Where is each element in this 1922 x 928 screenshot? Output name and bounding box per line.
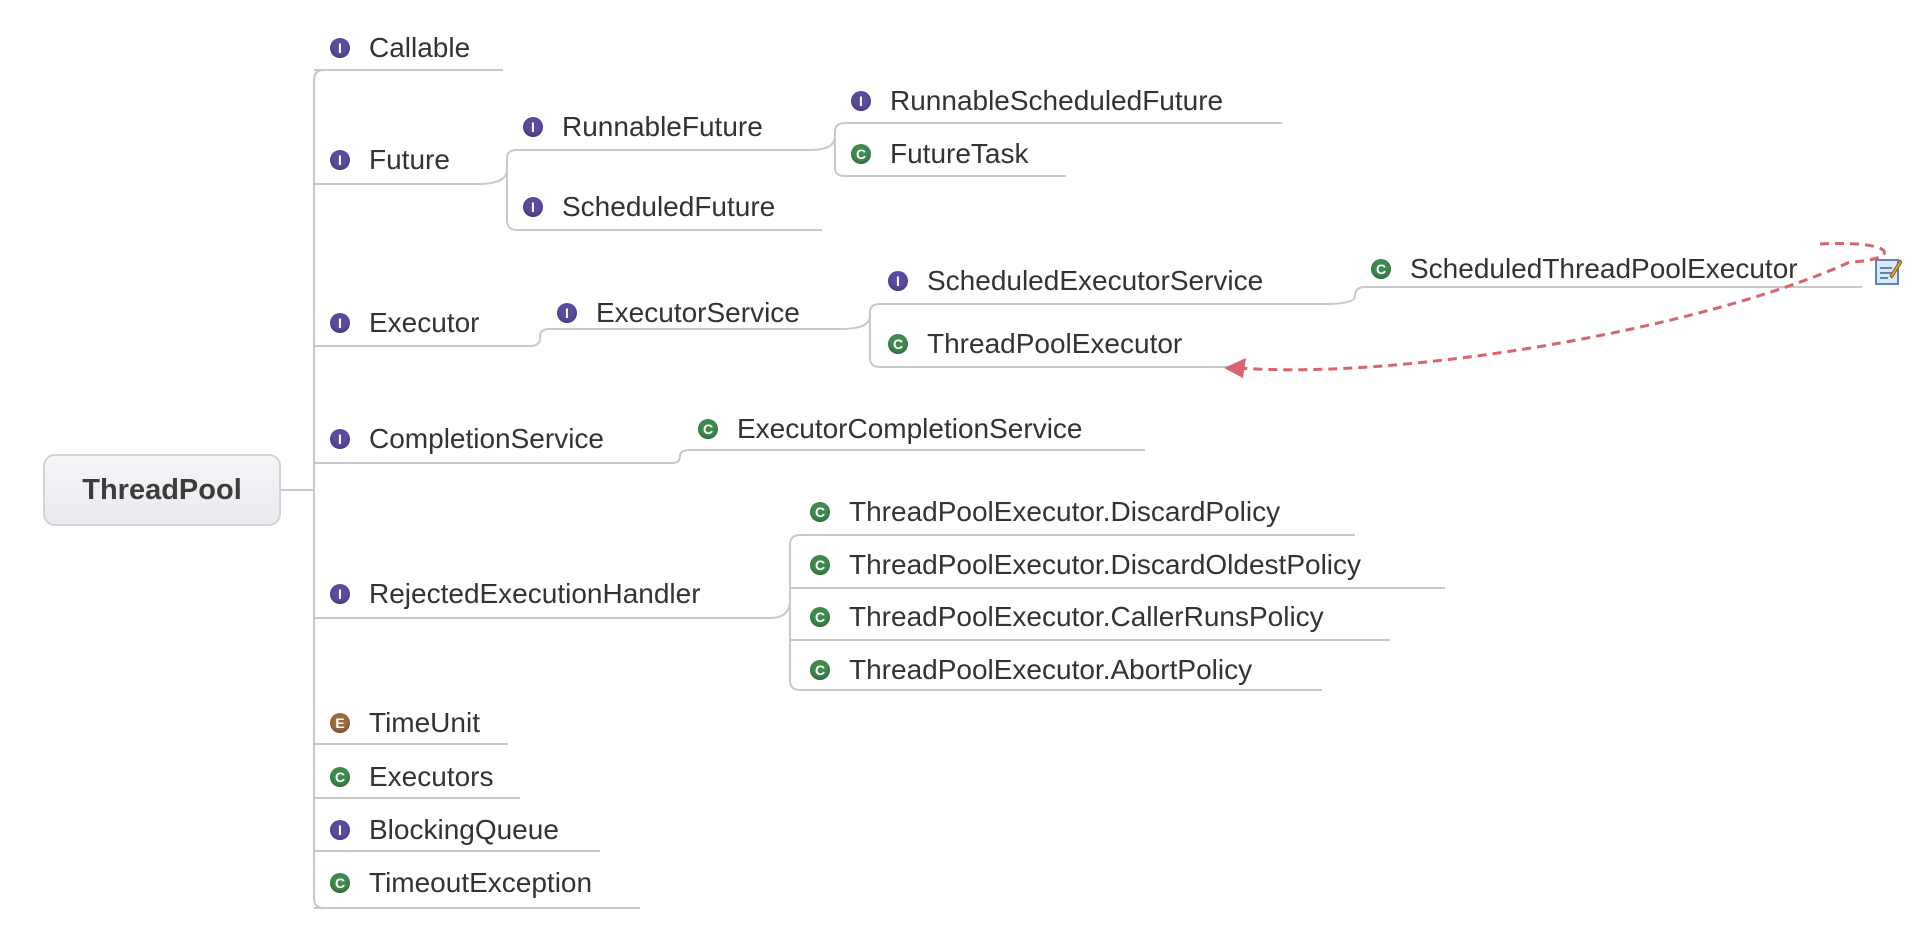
interface-icon: I	[523, 117, 543, 137]
node-timeout-exception[interactable]: C TimeoutException	[330, 866, 592, 900]
class-icon: C	[810, 607, 830, 627]
node-completion-service[interactable]: I CompletionService	[330, 422, 604, 456]
node-executors[interactable]: C Executors	[330, 760, 494, 794]
node-scheduled-thread-pool-executor[interactable]: C ScheduledThreadPoolExecutor	[1371, 252, 1798, 286]
node-callable[interactable]: I Callable	[330, 31, 470, 65]
node-time-unit[interactable]: E TimeUnit	[330, 706, 480, 740]
node-label: ExecutorCompletionService	[737, 413, 1083, 444]
node-caller-runs-policy[interactable]: C ThreadPoolExecutor.CallerRunsPolicy	[810, 600, 1324, 634]
interface-icon: I	[330, 150, 350, 170]
relationship-arrow	[1239, 241, 1886, 372]
node-label: TimeoutException	[369, 867, 593, 898]
node-label: Future	[369, 144, 450, 175]
runnable-future-connector	[476, 149, 810, 185]
node-label: RejectedExecutionHandler	[369, 578, 701, 609]
class-icon: C	[1371, 259, 1391, 279]
class-icon: C	[851, 144, 871, 164]
node-label: RunnableFuture	[562, 111, 763, 142]
scheduled-executor-service-connector	[839, 303, 1325, 330]
scheduled-thread-pool-executor-connector	[1324, 286, 1862, 305]
node-abort-policy[interactable]: C ThreadPoolExecutor.AbortPolicy	[810, 653, 1252, 687]
node-label: ThreadPoolExecutor.DiscardOldestPolicy	[849, 549, 1362, 580]
node-label: Callable	[369, 32, 471, 63]
node-discard-oldest-policy[interactable]: C ThreadPoolExecutor.DiscardOldestPolicy	[810, 548, 1361, 582]
enum-icon: E	[330, 713, 350, 733]
class-icon: C	[698, 419, 718, 439]
node-label: ExecutorService	[596, 297, 800, 328]
node-executor-completion-service[interactable]: C ExecutorCompletionService	[698, 412, 1083, 446]
node-label: Executor	[369, 307, 480, 338]
class-icon: C	[810, 660, 830, 680]
interface-icon: I	[330, 820, 350, 840]
node-label: ScheduledFuture	[562, 191, 776, 222]
class-icon: C	[330, 873, 350, 893]
thread-pool-executor-connector	[869, 316, 1235, 368]
node-label: BlockingQueue	[369, 814, 559, 845]
discard-policy-connector	[769, 534, 1355, 619]
note-icon[interactable]	[1874, 256, 1902, 286]
node-label: ThreadPoolExecutor	[927, 328, 1183, 359]
node-runnable-scheduled-future[interactable]: I RunnableScheduledFuture	[851, 84, 1223, 118]
node-rejected-execution-handler[interactable]: I RejectedExecutionHandler	[330, 577, 701, 611]
interface-icon: I	[330, 584, 350, 604]
node-label: FutureTask	[890, 138, 1029, 169]
node-scheduled-future[interactable]: I ScheduledFuture	[523, 190, 775, 224]
relationship-arrowhead	[1224, 358, 1246, 378]
runnable-scheduled-future-connector	[809, 122, 1282, 151]
node-label: CompletionService	[369, 423, 604, 454]
node-runnable-future[interactable]: I RunnableFuture	[523, 110, 763, 144]
node-label: Executors	[369, 761, 494, 792]
class-icon: C	[330, 767, 350, 787]
node-future[interactable]: I Future	[330, 143, 450, 177]
node-label: ThreadPoolExecutor.AbortPolicy	[849, 654, 1253, 685]
node-label: TimeUnit	[369, 707, 480, 738]
node-label: ThreadPoolExecutor.CallerRunsPolicy	[849, 601, 1324, 632]
class-icon: C	[810, 502, 830, 522]
node-thread-pool-executor[interactable]: C ThreadPoolExecutor	[888, 327, 1182, 361]
trunk-line	[313, 69, 325, 909]
root-node[interactable]: ThreadPool	[43, 454, 281, 526]
interface-icon: I	[851, 91, 871, 111]
node-future-task[interactable]: C FutureTask	[851, 137, 1029, 171]
node-blocking-queue[interactable]: I BlockingQueue	[330, 813, 559, 847]
interface-icon: I	[330, 313, 350, 333]
node-scheduled-executor-service[interactable]: I ScheduledExecutorService	[888, 264, 1263, 298]
scheduled-future-connector	[506, 170, 822, 231]
node-discard-policy[interactable]: C ThreadPoolExecutor.DiscardPolicy	[810, 495, 1280, 529]
class-icon: C	[888, 334, 908, 354]
executor-service-connector	[529, 328, 840, 347]
executor-completion-service-connector	[671, 449, 1145, 464]
interface-icon: I	[888, 271, 908, 291]
interface-icon: I	[557, 303, 577, 323]
node-label: ScheduledThreadPoolExecutor	[1410, 253, 1798, 284]
interface-icon: I	[330, 429, 350, 449]
abort-policy-connector	[789, 600, 1322, 691]
future-task-connector	[834, 136, 1066, 177]
class-icon: C	[810, 555, 830, 575]
node-label: ThreadPoolExecutor.DiscardPolicy	[849, 496, 1281, 527]
node-executor[interactable]: I Executor	[330, 306, 480, 340]
node-executor-service[interactable]: I ExecutorService	[557, 296, 800, 330]
node-label: RunnableScheduledFuture	[890, 85, 1224, 116]
interface-icon: I	[330, 38, 350, 58]
node-label: ScheduledExecutorService	[927, 265, 1264, 296]
interface-icon: I	[523, 197, 543, 217]
